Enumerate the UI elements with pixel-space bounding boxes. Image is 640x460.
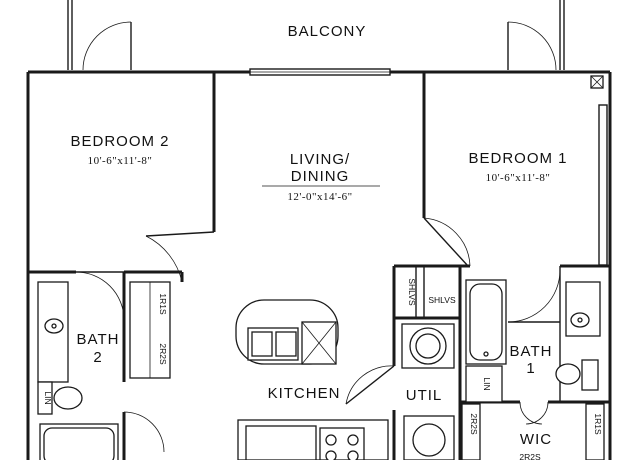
kitchen-fixtures — [235, 299, 455, 460]
room-labels: BALCONY BEDROOM 2 10'-6"x11'-8" LIVING/ … — [43, 23, 603, 460]
bedroom1-label: BEDROOM 1 — [468, 150, 567, 167]
storage-label-2r2s-bath2: 2R2S — [158, 343, 168, 365]
bath1-label-line2: 1 — [526, 360, 535, 377]
bath1-label-line1: BATH — [510, 343, 553, 360]
living-label-line1: LIVING/ — [290, 151, 350, 168]
living-dims: 12'-0"x14'-6" — [287, 191, 352, 203]
bath2-label-line1: BATH — [77, 331, 120, 348]
kitchen-label: KITCHEN — [268, 385, 341, 402]
balcony-label: BALCONY — [288, 23, 367, 40]
bedroom2-dims: 10'-6"x11'-8" — [88, 155, 153, 167]
shelves-label-vertical: SHLVS — [407, 278, 417, 306]
lin-label-bath2: LIN — [43, 391, 53, 404]
bedroom2-label: BEDROOM 2 — [70, 133, 169, 150]
storage-label-2r2s-bottom: 2R2S — [519, 452, 541, 460]
storage-label-1r1s-bath2: 1R1S — [158, 293, 168, 315]
storage-label-2r2s-wic: 2R2S — [469, 413, 479, 435]
doors — [75, 217, 561, 453]
living-label-line2: DINING — [291, 168, 350, 185]
balcony-area — [67, 0, 565, 71]
lin-label-bath1: LIN — [482, 377, 492, 390]
bedroom1-dims: 10'-6"x11'-8" — [486, 172, 551, 184]
util-label: UTIL — [406, 387, 443, 404]
bath2-fixtures — [37, 281, 171, 460]
storage-label-1r1s-wic: 1R1S — [593, 413, 603, 435]
wic-label: WIC — [520, 431, 552, 448]
bath2-label-line2: 2 — [93, 349, 102, 366]
interior-walls — [28, 72, 610, 460]
bath1-fixtures — [461, 279, 605, 460]
shelves-label: SHLVS — [428, 295, 456, 305]
